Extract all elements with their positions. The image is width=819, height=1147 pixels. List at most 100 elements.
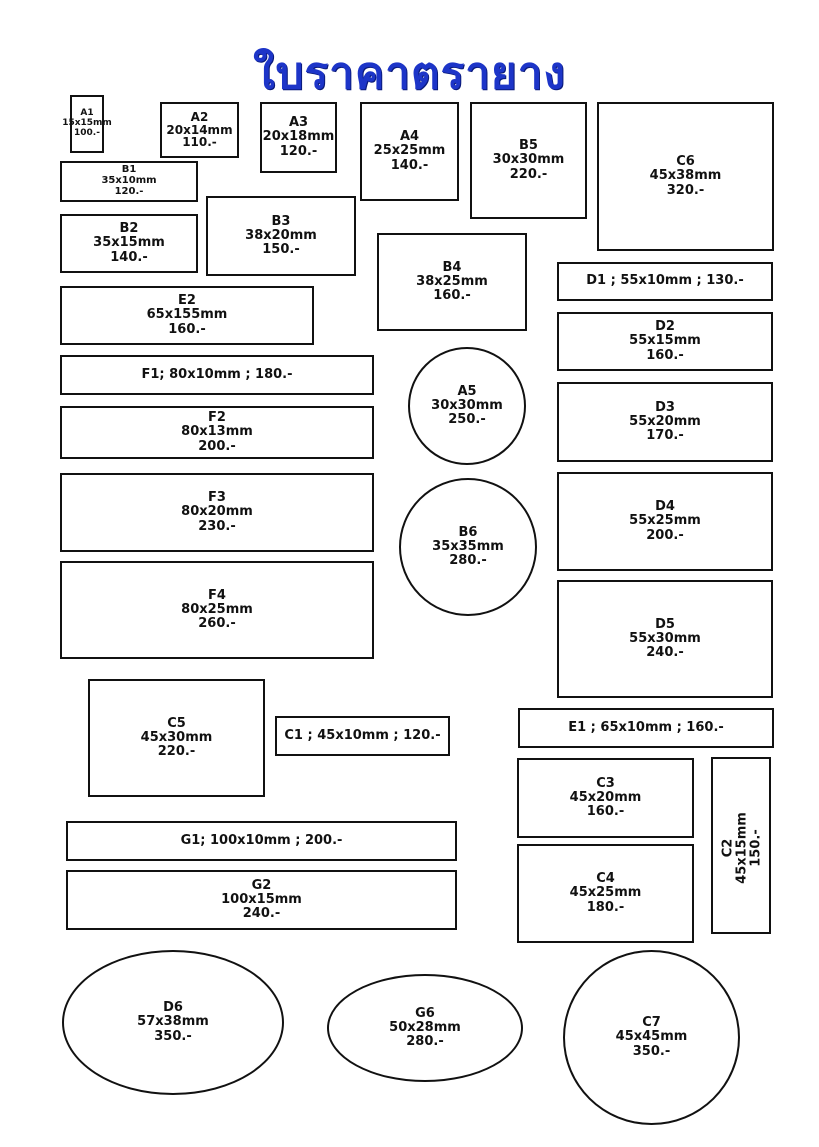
stamp-code: C2	[720, 838, 736, 858]
stamp-size: 65x155mm	[146, 307, 228, 323]
stamp-code: E2	[178, 293, 196, 309]
stamp-b4: B4 38x25mm 160.-	[377, 233, 527, 331]
stamp-code: G6	[415, 1005, 435, 1021]
stamp-code: B2	[119, 221, 139, 237]
stamp-f2: F2 80x13mm 200.-	[60, 406, 374, 459]
stamp-d3: D3 55x20mm 170.-	[557, 382, 773, 462]
stamp-e1: E1 ; 65x10mm ; 160.-	[518, 708, 774, 748]
stamp-d1: D1 ; 55x10mm ; 130.-	[557, 262, 773, 301]
stamp-g2: G2 100x15mm 240.-	[66, 870, 457, 930]
stamp-size: 15x15mm	[62, 118, 112, 129]
stamp-code: C7	[642, 1015, 661, 1031]
stamp-price: 280.-	[449, 553, 487, 569]
stamp-size: 35x15mm	[93, 235, 165, 251]
stamp-size: 35x10mm	[101, 175, 157, 187]
stamp-size: 57x38mm	[137, 1014, 209, 1030]
stamp-price: 220.-	[509, 166, 548, 182]
stamp-code: B4	[442, 259, 462, 275]
stamp-b5: B5 30x30mm 220.-	[470, 102, 587, 219]
stamp-code: A2	[190, 109, 209, 124]
stamp-code: F3	[208, 490, 226, 506]
stamp-price: 120.-	[279, 143, 318, 159]
stamp-c6: C6 45x38mm 320.-	[597, 102, 774, 251]
stamp-size: 25x25mm	[373, 143, 446, 159]
stamp-size: 38x25mm	[416, 273, 488, 289]
stamp-price: 140.-	[390, 157, 429, 173]
stamp-b6: B6 35x35mm 280.-	[399, 478, 537, 616]
stamp-size: 45x25mm	[569, 885, 642, 901]
stamp-price: 100.-	[74, 127, 100, 138]
stamp-a3: A3 20x18mm 120.-	[260, 102, 337, 173]
stamp-c2: C2 45x15mm 150.-	[711, 757, 771, 934]
stamp-size: 45x30mm	[140, 729, 213, 745]
stamp-a1: A1 15x15mm 100.-	[62, 95, 112, 153]
page-title: ใบราคาตรายาง	[253, 49, 566, 98]
stamp-size: 80x13mm	[181, 424, 253, 440]
stamp-code: A5	[457, 383, 477, 399]
stamp-code: D6	[163, 1000, 183, 1016]
stamp-size: 20x14mm	[166, 122, 233, 137]
stamp-size: 30x30mm	[492, 152, 565, 168]
stamp-size: 80x25mm	[181, 601, 253, 617]
stamp-b1: B1 35x10mm 120.-	[60, 161, 198, 202]
stamp-size: 45x45mm	[615, 1029, 688, 1045]
stamp-price: 240.-	[646, 645, 684, 661]
stamp-line: F1; 80x10mm ; 180.-	[141, 366, 293, 382]
stamp-code: A1	[80, 108, 94, 119]
stamp-a2: A2 20x14mm 110.-	[160, 102, 239, 158]
stamp-size: 55x15mm	[629, 333, 701, 349]
stamp-price: 280.-	[406, 1034, 444, 1050]
stamp-line: D1 ; 55x10mm ; 130.-	[586, 273, 744, 289]
stamp-price: 350.-	[154, 1028, 192, 1044]
stamp-d6: D6 57x38mm 350.-	[62, 950, 284, 1095]
stamp-b2: B2 35x15mm 140.-	[60, 214, 198, 273]
stamp-c7: C7 45x45mm 350.-	[563, 950, 740, 1125]
stamp-code: A4	[399, 129, 420, 145]
stamp-price: 110.-	[182, 135, 217, 150]
stamp-code: G2	[251, 877, 272, 893]
stamp-line: C1 ; 45x10mm ; 120.-	[284, 727, 441, 743]
stamp-price: 350.-	[632, 1043, 671, 1059]
stamp-size: 100x15mm	[221, 891, 302, 907]
stamp-f3: F3 80x20mm 230.-	[60, 473, 374, 552]
stamp-price: 250.-	[448, 412, 486, 428]
stamp-size: 55x30mm	[629, 630, 701, 646]
stamp-price: 160.-	[586, 804, 625, 820]
stamp-price: 170.-	[646, 428, 684, 444]
stamp-d4: D4 55x25mm 200.-	[557, 472, 773, 571]
stamp-code: A3	[288, 115, 309, 131]
stamp-code: C4	[596, 871, 615, 887]
stamp-price: 150.-	[262, 242, 300, 258]
stamp-price: 220.-	[157, 744, 196, 760]
stamp-c3: C3 45x20mm 160.-	[517, 758, 694, 838]
stamp-size: 45x15mm	[734, 812, 750, 884]
stamp-size: 45x38mm	[649, 168, 722, 184]
stamp-price: 120.-	[114, 185, 144, 197]
stamp-code: F2	[208, 410, 226, 426]
stamp-size: 20x18mm	[262, 129, 335, 145]
stamp-code: D2	[655, 319, 675, 335]
stamp-code: C3	[596, 775, 615, 791]
stamp-size: 80x20mm	[181, 504, 253, 520]
stamp-a4: A4 25x25mm 140.-	[360, 102, 459, 201]
stamp-size: 50x28mm	[389, 1019, 461, 1035]
stamp-line: G1; 100x10mm ; 200.-	[180, 832, 343, 848]
stamp-price: 180.-	[586, 899, 625, 915]
stamp-price: 230.-	[198, 518, 236, 534]
stamp-code: B3	[271, 213, 291, 229]
stamp-code: C6	[676, 154, 695, 170]
stamp-price: 320.-	[666, 182, 705, 198]
stamp-price: 150.-	[748, 829, 764, 867]
stamp-a5: A5 30x30mm 250.-	[408, 347, 526, 465]
stamp-price: 140.-	[110, 249, 148, 265]
stamp-f1: F1; 80x10mm ; 180.-	[60, 355, 374, 395]
stamp-price: 260.-	[198, 616, 236, 632]
stamp-price: 160.-	[433, 288, 471, 304]
stamp-size: 55x20mm	[629, 413, 701, 429]
stamp-code: D3	[655, 399, 675, 415]
stamp-price: 240.-	[242, 906, 281, 922]
stamp-code: B6	[458, 524, 478, 540]
stamp-d5: D5 55x30mm 240.-	[557, 580, 773, 698]
stamp-c5: C5 45x30mm 220.-	[88, 679, 265, 797]
stamp-code: D5	[655, 616, 675, 632]
